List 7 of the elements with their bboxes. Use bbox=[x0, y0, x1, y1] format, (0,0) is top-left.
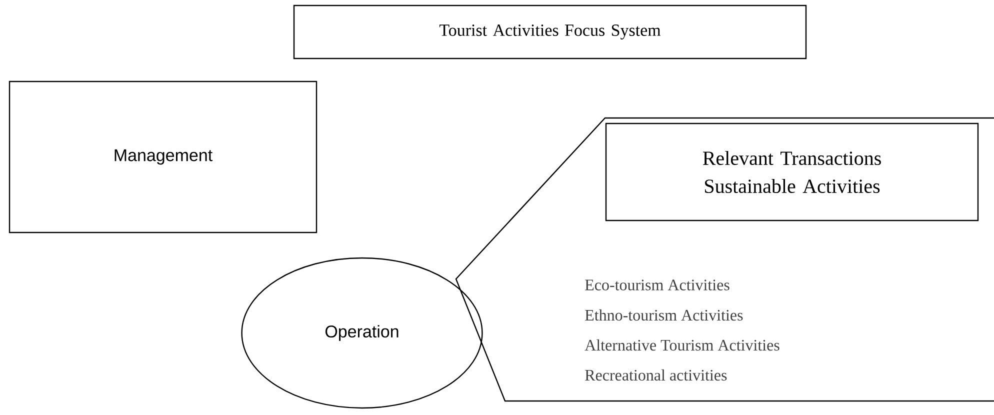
list-item: Recreational activities bbox=[585, 369, 727, 381]
text-box: Relevant Transactions Sustainable Activities bbox=[605, 122, 979, 222]
text-box: Management bbox=[8, 80, 318, 234]
list-item: Alternative Tourism Activities bbox=[584, 339, 780, 351]
text-box: Tourist Activities Focus System bbox=[293, 4, 807, 60]
list-item: Ethno-tourism Activities bbox=[585, 309, 743, 321]
list-item: Eco-tourism Activities bbox=[585, 280, 730, 290]
